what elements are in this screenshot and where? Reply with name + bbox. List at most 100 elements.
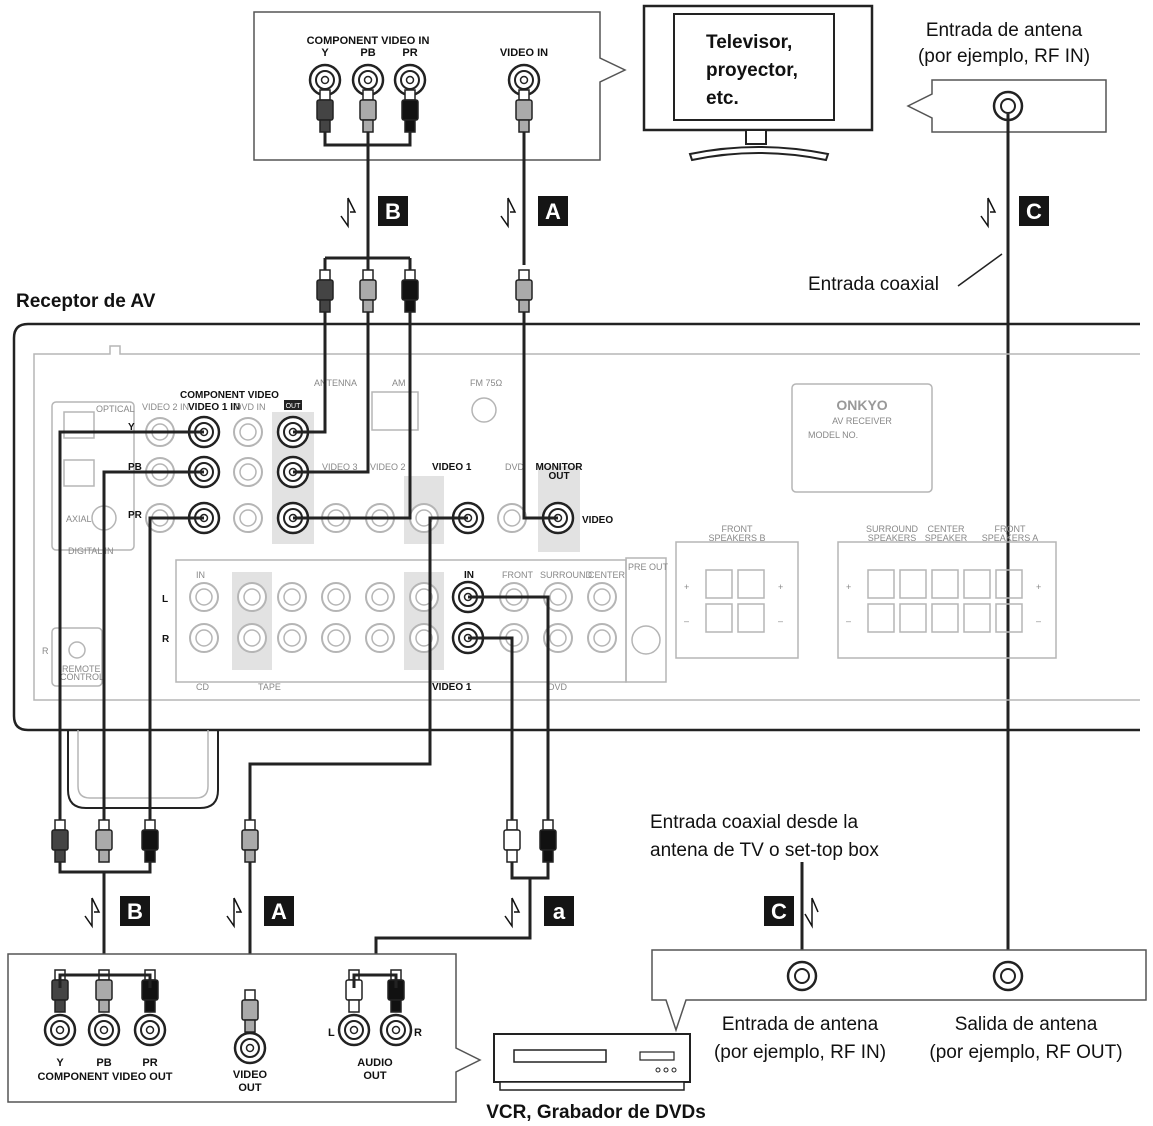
svg-text:REMOTE: REMOTE: [62, 664, 101, 674]
vcr-antenna-in-label-2: (por ejemplo, RF IN): [714, 1042, 886, 1063]
badge-a-lower: a: [544, 896, 574, 926]
svg-text:MONITOR: MONITOR: [535, 462, 583, 473]
svg-text:Y: Y: [56, 1057, 64, 1069]
svg-text:FRONT: FRONT: [722, 524, 753, 534]
vcr-y-jack: [43, 1013, 77, 1047]
svg-text:IN: IN: [196, 570, 205, 580]
svg-text:L: L: [328, 1027, 335, 1039]
cable-audio-r: [468, 636, 514, 820]
tv-label-line1: Televisor,: [706, 32, 792, 53]
coax-from-label-2: antena de TV o set-top box: [650, 840, 879, 861]
svg-text:AUDIO: AUDIO: [357, 1057, 393, 1069]
svg-text:IN: IN: [464, 570, 474, 581]
svg-text:DVD: DVD: [548, 682, 568, 692]
tv-antenna-label-2: (por ejemplo, RF IN): [918, 46, 1090, 67]
tv-video-in-label: VIDEO IN: [500, 47, 548, 59]
cable-video-from-v1: [248, 516, 468, 820]
badge-a-bottom: A: [264, 896, 294, 926]
badge-b-bottom: B: [120, 896, 150, 926]
svg-text:VIDEO 1: VIDEO 1: [432, 462, 472, 473]
svg-text:VIDEO 2: VIDEO 2: [370, 462, 406, 472]
svg-text:MODEL NO.: MODEL NO.: [808, 430, 858, 440]
svg-text:PB: PB: [96, 1057, 111, 1069]
svg-text:OUT: OUT: [548, 471, 569, 482]
svg-text:+: +: [1036, 582, 1041, 592]
svg-text:FM 75Ω: FM 75Ω: [470, 378, 503, 388]
svg-text:C: C: [771, 899, 787, 924]
svg-text:SPEAKERS A: SPEAKERS A: [982, 533, 1039, 543]
svg-text:OPTICAL: OPTICAL: [96, 404, 135, 414]
vcr-pr-jack: [133, 1013, 167, 1047]
tv-antenna-label-1: Entrada de antena: [926, 20, 1083, 41]
svg-text:PRE OUT: PRE OUT: [628, 562, 669, 572]
vcr-pb-jack: [87, 1013, 121, 1047]
svg-text:SPEAKERS B: SPEAKERS B: [708, 533, 765, 543]
component-cable-tv: [323, 132, 412, 258]
rx-y-plug: [316, 269, 334, 313]
vcr-antenna-in-label-1: Entrada de antena: [722, 1014, 879, 1035]
svg-text:OUT: OUT: [286, 403, 302, 410]
svg-text:ONKYO: ONKYO: [836, 397, 887, 413]
svg-text:CENTER: CENTER: [927, 524, 965, 534]
svg-text:CENTER: CENTER: [588, 570, 626, 580]
svg-text:–: –: [846, 616, 851, 626]
svg-text:A: A: [271, 899, 287, 924]
vcr-pb-plug-top: [95, 819, 113, 863]
tv-pr-plug: [401, 89, 419, 133]
svg-text:VIDEO: VIDEO: [582, 515, 613, 526]
vcr-output-panel: Y PB PR COMPONENT VIDEO OUT VIDEO OUT L …: [7, 953, 482, 1103]
svg-text:C: C: [1026, 199, 1042, 224]
cable-y-to-out: [293, 312, 327, 434]
vcr-video-jack: [233, 1031, 267, 1065]
cable-video-to-monitor: [522, 312, 558, 520]
svg-text:ANTENNA: ANTENNA: [314, 378, 357, 388]
svg-text:–: –: [684, 616, 689, 626]
svg-text:SPEAKER: SPEAKER: [925, 533, 968, 543]
svg-text:DVD IN: DVD IN: [235, 402, 266, 412]
svg-text:SPEAKERS: SPEAKERS: [868, 533, 917, 543]
coax-from-label-1: Entrada coaxial desde la: [650, 812, 859, 833]
vcr-y-plug-top: [51, 819, 69, 863]
vcr-audio-l-jack: [337, 1013, 371, 1047]
tv-y-plug: [316, 89, 334, 133]
tv-pb-plug: [359, 89, 377, 133]
svg-text:a: a: [553, 899, 566, 924]
svg-text:SURROUND: SURROUND: [540, 570, 593, 580]
svg-text:AXIAL: AXIAL: [66, 514, 92, 524]
vcr-audio-l-plug-top: [503, 819, 521, 863]
tv-input-panel: COMPONENT VIDEO IN Y PB PR VIDEO IN: [253, 11, 627, 161]
tv-label-line2: proyector,: [706, 60, 798, 81]
vcr-antenna-out-label-1: Salida de antena: [955, 1014, 1098, 1035]
tv-label-line3: etc.: [706, 88, 739, 109]
svg-text:+: +: [684, 582, 689, 592]
tv-video-plug: [515, 89, 533, 133]
svg-text:CONTROL: CONTROL: [60, 672, 104, 682]
tv-pb-label: PB: [360, 47, 375, 59]
receiver-label: Receptor de AV: [16, 291, 156, 312]
badge-c-bottom: C: [764, 896, 794, 926]
tv-pr-label: PR: [402, 47, 417, 59]
svg-text:AM: AM: [392, 378, 406, 388]
svg-text:PR: PR: [142, 1057, 157, 1069]
svg-text:R: R: [42, 646, 49, 656]
svg-text:+: +: [778, 582, 783, 592]
svg-text:PR: PR: [128, 510, 143, 521]
svg-text:AV RECEIVER: AV RECEIVER: [832, 416, 892, 426]
tv-antenna-panel: Entrada de antena (por ejemplo, RF IN): [906, 20, 1107, 133]
svg-text:A: A: [545, 199, 561, 224]
svg-text:PB: PB: [128, 462, 142, 473]
svg-text:VIDEO 1: VIDEO 1: [432, 682, 472, 693]
svg-text:TAPE: TAPE: [258, 682, 281, 692]
vcr-audio-r-jack: [379, 1013, 413, 1047]
vcr-audio-r-plug-top: [539, 819, 557, 863]
svg-text:Y: Y: [128, 422, 135, 433]
svg-text:–: –: [1036, 616, 1041, 626]
badge-a-top: A: [538, 196, 568, 226]
svg-text:CD: CD: [196, 682, 209, 692]
vcr-pr-plug-top: [141, 819, 159, 863]
svg-text:DIGITAL IN: DIGITAL IN: [68, 546, 114, 556]
svg-text:OUT: OUT: [238, 1082, 262, 1094]
svg-text:R: R: [162, 634, 170, 645]
vcr-icon: [493, 1033, 691, 1091]
